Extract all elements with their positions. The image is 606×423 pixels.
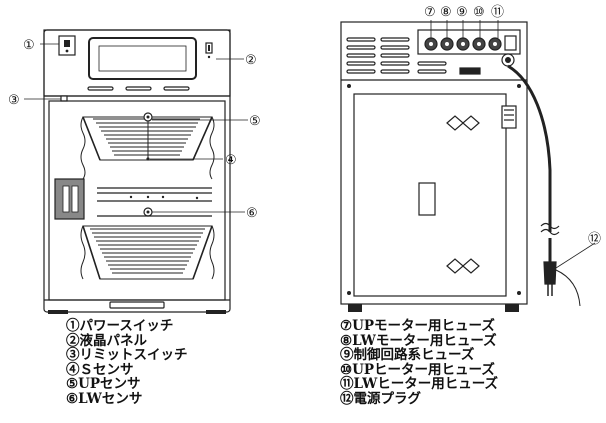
callout-7: ⑦ [424, 5, 436, 20]
legend-item: ⑤UPセンサ [66, 376, 141, 393]
callout-12: ⑫ [588, 232, 601, 247]
legend-item: ⑦UPモーター用ヒューズ [340, 318, 495, 334]
callout-3: ③ [8, 93, 20, 108]
front-body-outline [43, 29, 231, 313]
callout-10: ⑩ [473, 5, 485, 20]
callout-8: ⑧ [440, 5, 452, 20]
rear-legend: ⑦UPモーター用ヒューズ ⑧LWモーター用ヒューズ ⑨制御回路系ヒューズ ⑩UP… [340, 319, 498, 407]
legend-item: ①パワースイッチ [66, 318, 174, 334]
rear-connector [501, 105, 517, 129]
power-switch-indicator [65, 49, 69, 53]
rear-body-outline [340, 21, 528, 305]
s-sensor [146, 157, 150, 161]
lcd-panel [88, 37, 197, 80]
front-view [24, 29, 248, 314]
limit-switch [60, 95, 68, 102]
power-plug [543, 261, 557, 285]
callout-6: ⑥ [246, 206, 258, 221]
door-handle [54, 178, 85, 220]
front-legend: ①パワースイッチ ②液晶パネル ③リミットスイッチ ④Ｓセンサ ⑤UPセンサ ⑥… [66, 319, 188, 407]
legend-item: ⑥LWセンサ [66, 390, 143, 407]
lower-basket [82, 225, 213, 280]
legend-item: ⑧LWモーター用ヒューズ [340, 332, 497, 349]
lower-heater-right [209, 225, 215, 280]
vent-slot-1 [87, 86, 114, 91]
small-led-dot [207, 55, 211, 59]
callout-4: ④ [225, 153, 237, 168]
callout-5: ⑤ [249, 114, 261, 129]
rear-plate [353, 93, 507, 297]
front-bottom-slot [109, 301, 165, 309]
upper-heater-left [80, 116, 86, 180]
fuse-panel [417, 29, 521, 55]
power-switch-toggle [64, 40, 70, 47]
legend-item: ④Ｓセンサ [66, 361, 134, 378]
rear-view [340, 20, 596, 312]
legend-item: ②液晶パネル [66, 332, 147, 349]
callout-11: ⑪ [491, 5, 504, 20]
callout-9: ⑨ [456, 5, 468, 20]
power-cord [507, 64, 552, 232]
lcd-screen [98, 45, 187, 72]
legend-item: ⑫電源プラグ [340, 390, 421, 407]
vent-diamond-bottom [446, 258, 480, 274]
vent-slot-2 [125, 86, 152, 91]
callout-2: ② [245, 53, 257, 68]
upper-heater-right [209, 116, 215, 180]
vent-slot-3 [163, 86, 190, 91]
vent-diamond-top [446, 115, 480, 131]
rear-label [418, 182, 436, 216]
legend-item: ⑪LWヒーター用ヒューズ [340, 376, 499, 393]
callout-1: ① [23, 38, 35, 53]
legend-item: ③リミットスイッチ [66, 347, 188, 364]
lower-heater-left [80, 225, 86, 280]
upper-basket [82, 116, 213, 161]
legend-item: ⑨制御回路系ヒューズ [340, 347, 475, 364]
legend-item: ⑩UPヒーター用ヒューズ [340, 361, 495, 378]
ground-wire [555, 269, 581, 307]
